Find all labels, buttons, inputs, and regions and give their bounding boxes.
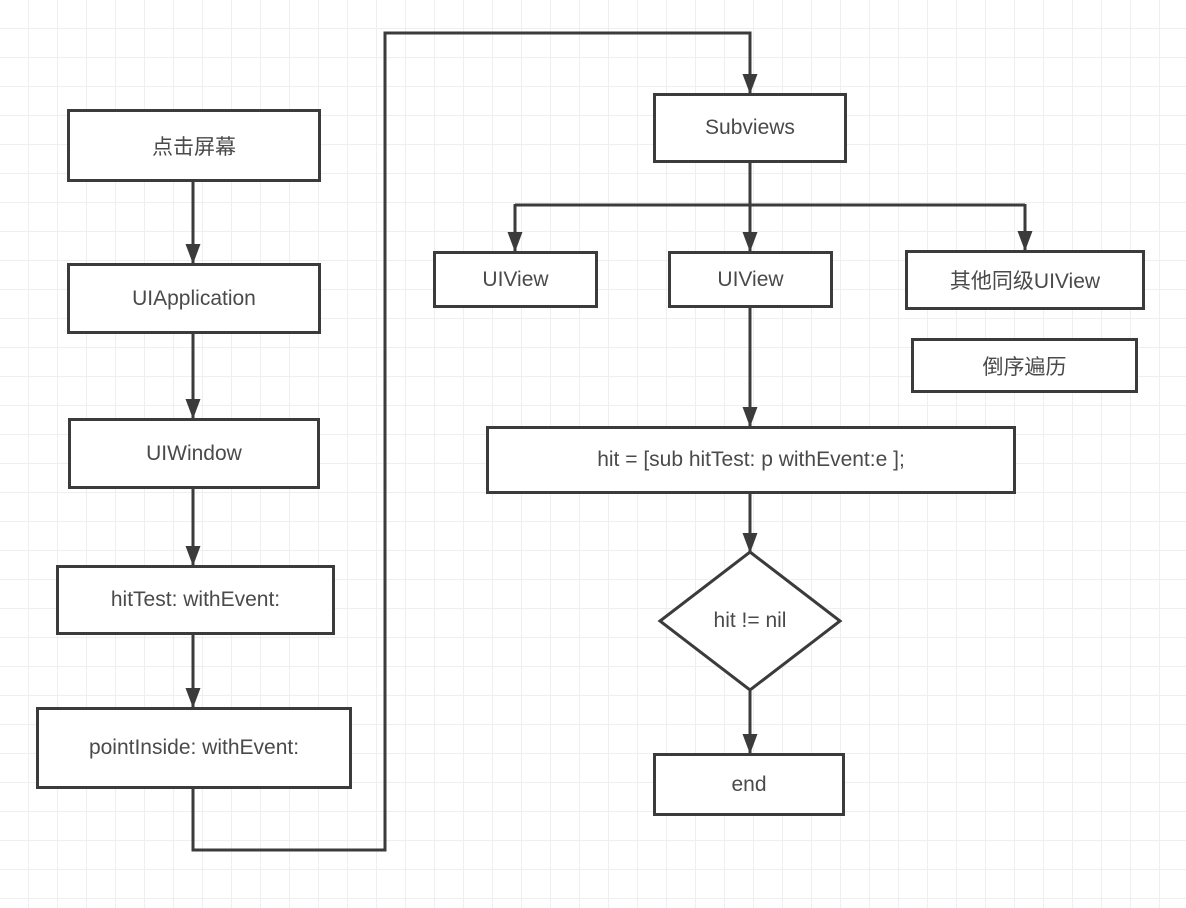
node-uiapplication: UIApplication [67,263,321,334]
node-uiview-middle: UIView [668,251,833,308]
edge-pointinside-to-subviews [191,31,758,852]
node-end: end [653,753,845,816]
decision-diamond-shape [657,550,843,692]
node-uiview-left: UIView [433,251,598,308]
node-tap-screen: 点击屏幕 [67,109,321,182]
node-reverse-traverse-note: 倒序遍历 [911,338,1138,393]
node-pointinside-withevent: pointInside: withEvent: [36,707,352,789]
node-other-sibling-uiview: 其他同级UIView [905,250,1145,310]
node-uiwindow: UIWindow [68,418,320,489]
node-hit-nil-decision-label: hit != nil [713,609,787,632]
node-subviews: Subviews [653,93,847,163]
node-hit-expression: hit = [sub hitTest: p withEvent:e ]; [486,426,1016,494]
node-hittest-withevent: hitTest: withEvent: [56,565,335,635]
